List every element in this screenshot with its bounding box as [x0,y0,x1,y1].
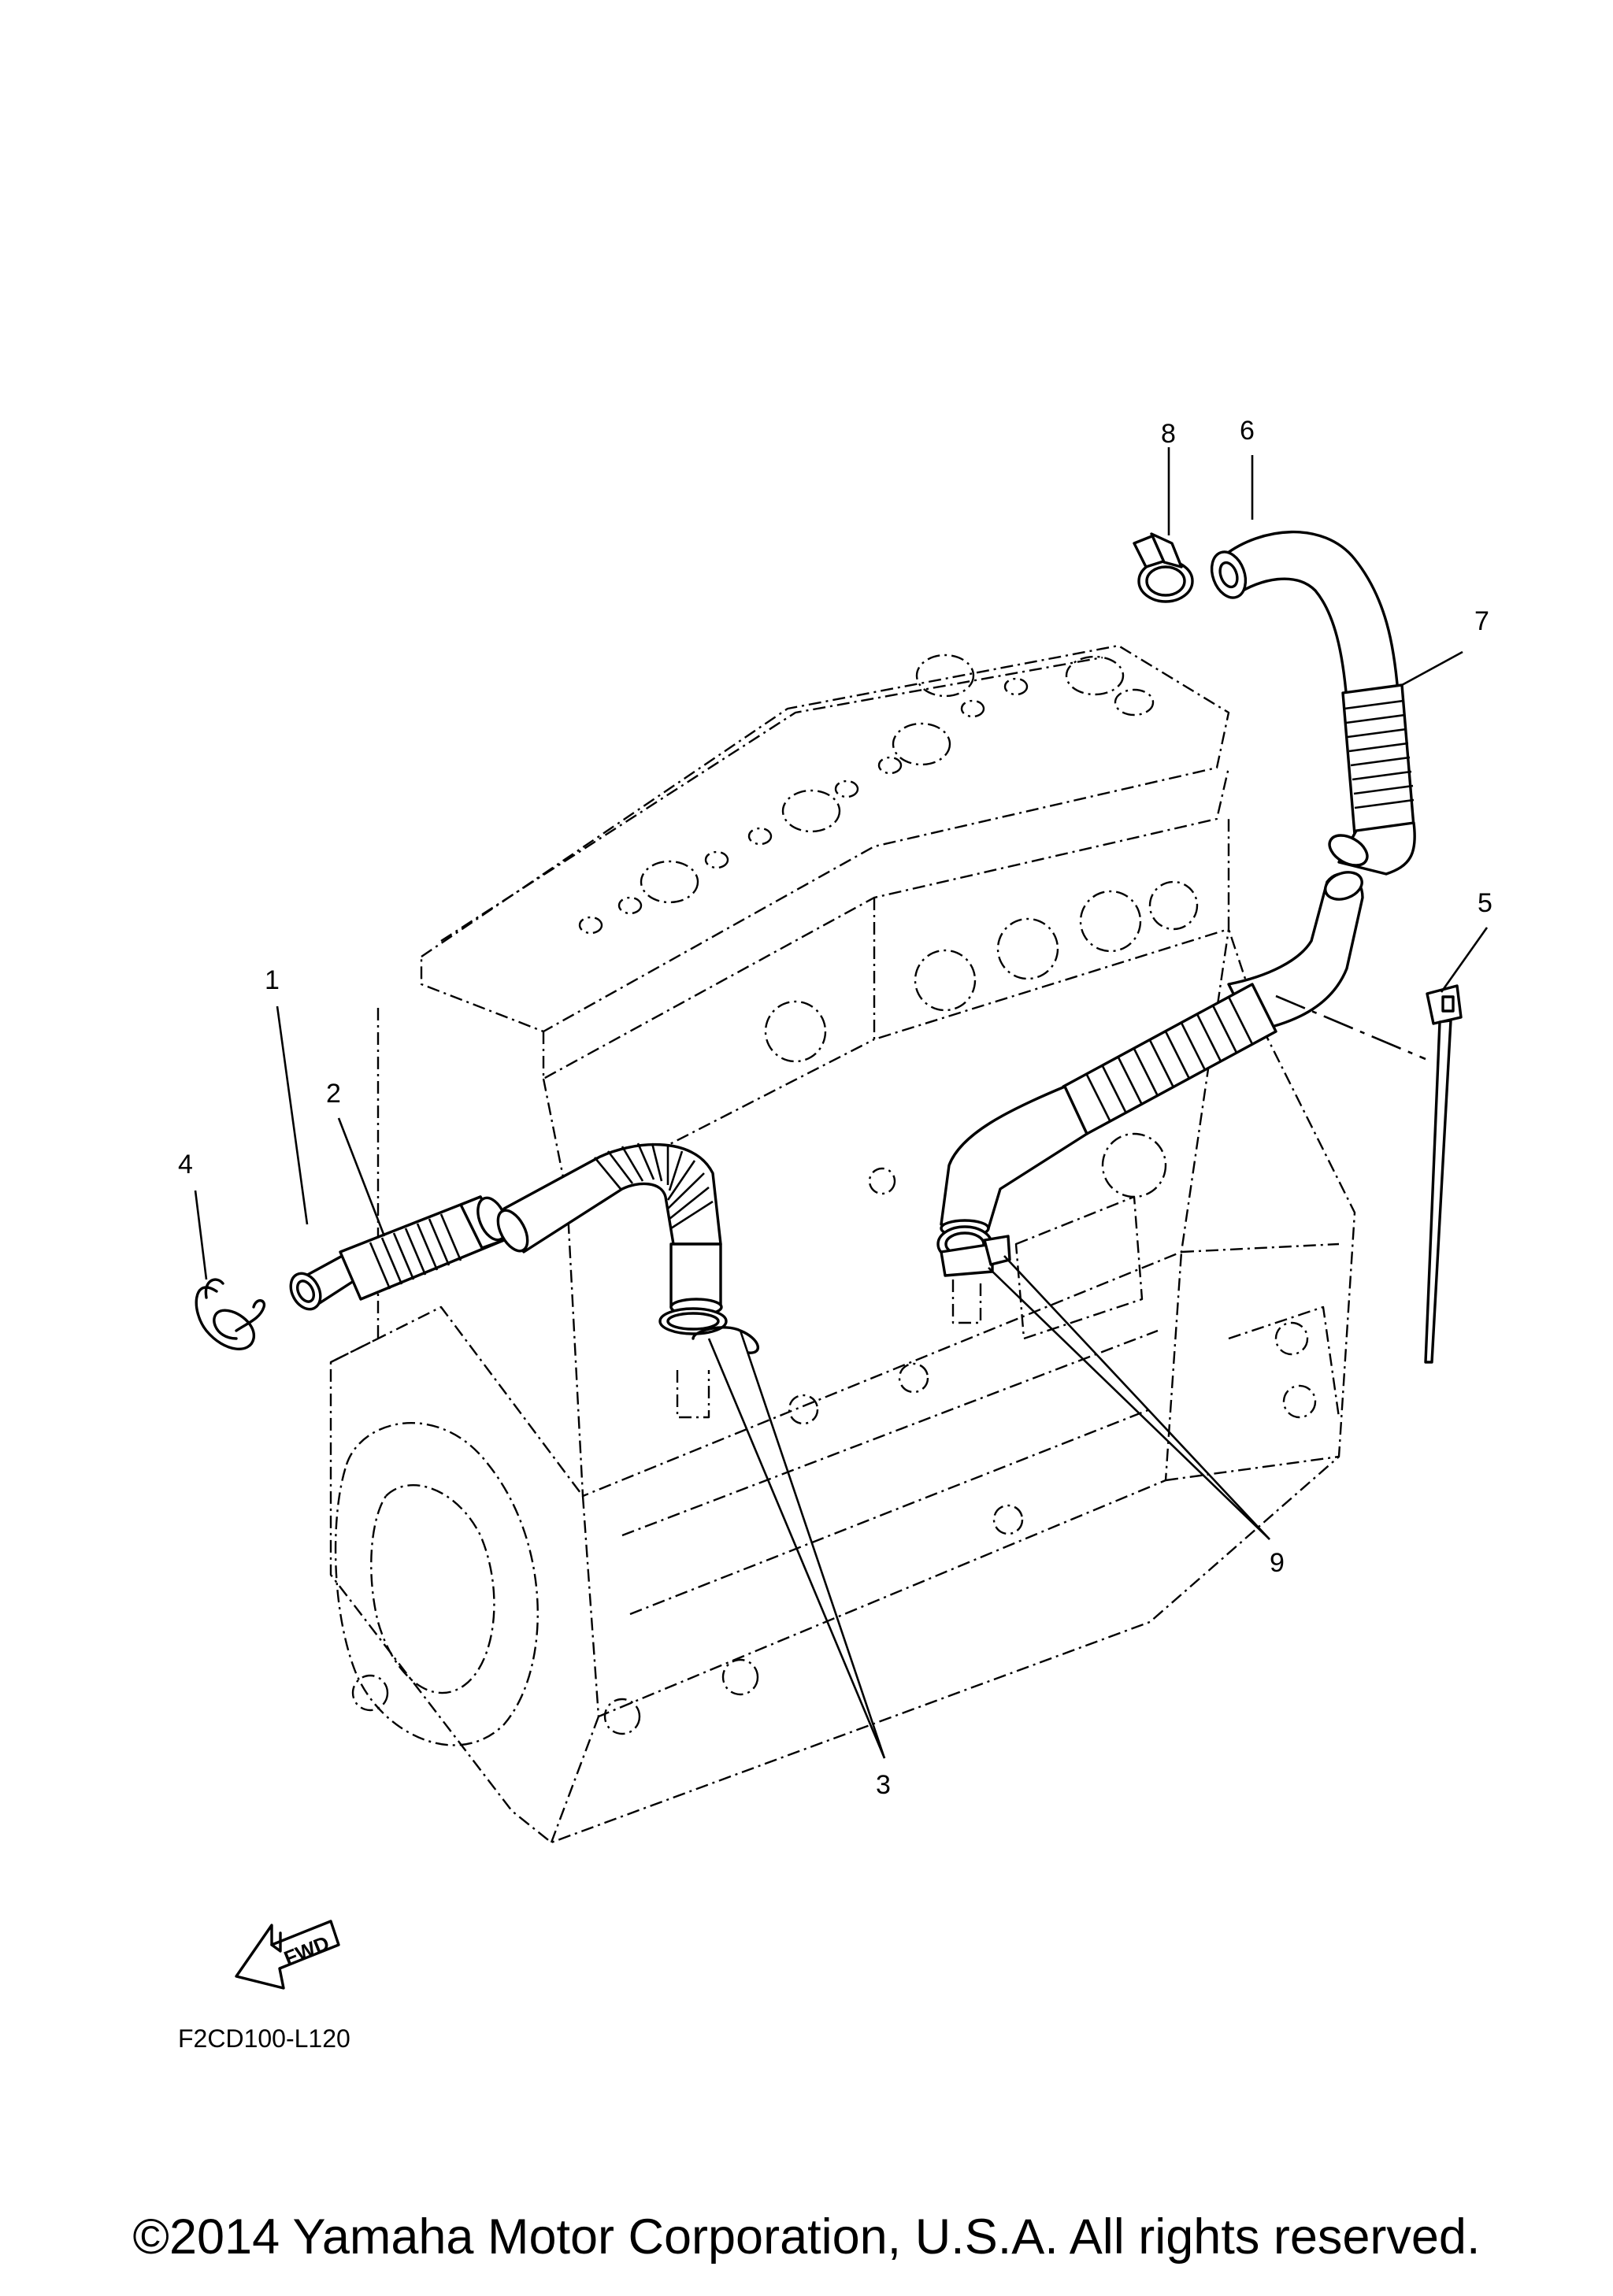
part-8-clamp [1133,532,1194,603]
callout-3: 3 [876,1770,891,1800]
part-7-corrugated-hose [1328,683,1416,876]
part-lower-hose [940,871,1364,1238]
fwd-arrow-icon: FWD [235,1920,340,1990]
figure-code: F2CD100-L120 [178,2024,350,2053]
callout-7: 7 [1474,606,1489,636]
part-9-clamp [936,1225,1011,1324]
callout-9: 9 [1270,1548,1285,1578]
callout-2: 2 [326,1079,341,1109]
callout-6: 6 [1240,416,1255,446]
copyright-notice: ©2014 Yamaha Motor Corporation, U.S.A. A… [132,2209,1481,2265]
callout-labels: 1 2 3 4 5 6 7 8 9 [178,416,1492,1800]
part-4-clip [195,1278,266,1350]
callout-1: 1 [265,965,280,995]
part-6-hose [1210,530,1400,702]
part-elbow-corrugated-hose [496,1142,723,1316]
callout-4: 4 [178,1150,193,1179]
part-3-oring [658,1307,759,1419]
part-1-hose [289,1252,358,1311]
part-2-corrugated-hose [339,1195,508,1301]
callout-5: 5 [1478,888,1492,918]
callout-8: 8 [1161,419,1176,449]
leader-lines [194,447,1489,1759]
engine-block-outline [329,644,1356,1844]
part-5-cable-tie [1424,984,1463,1364]
